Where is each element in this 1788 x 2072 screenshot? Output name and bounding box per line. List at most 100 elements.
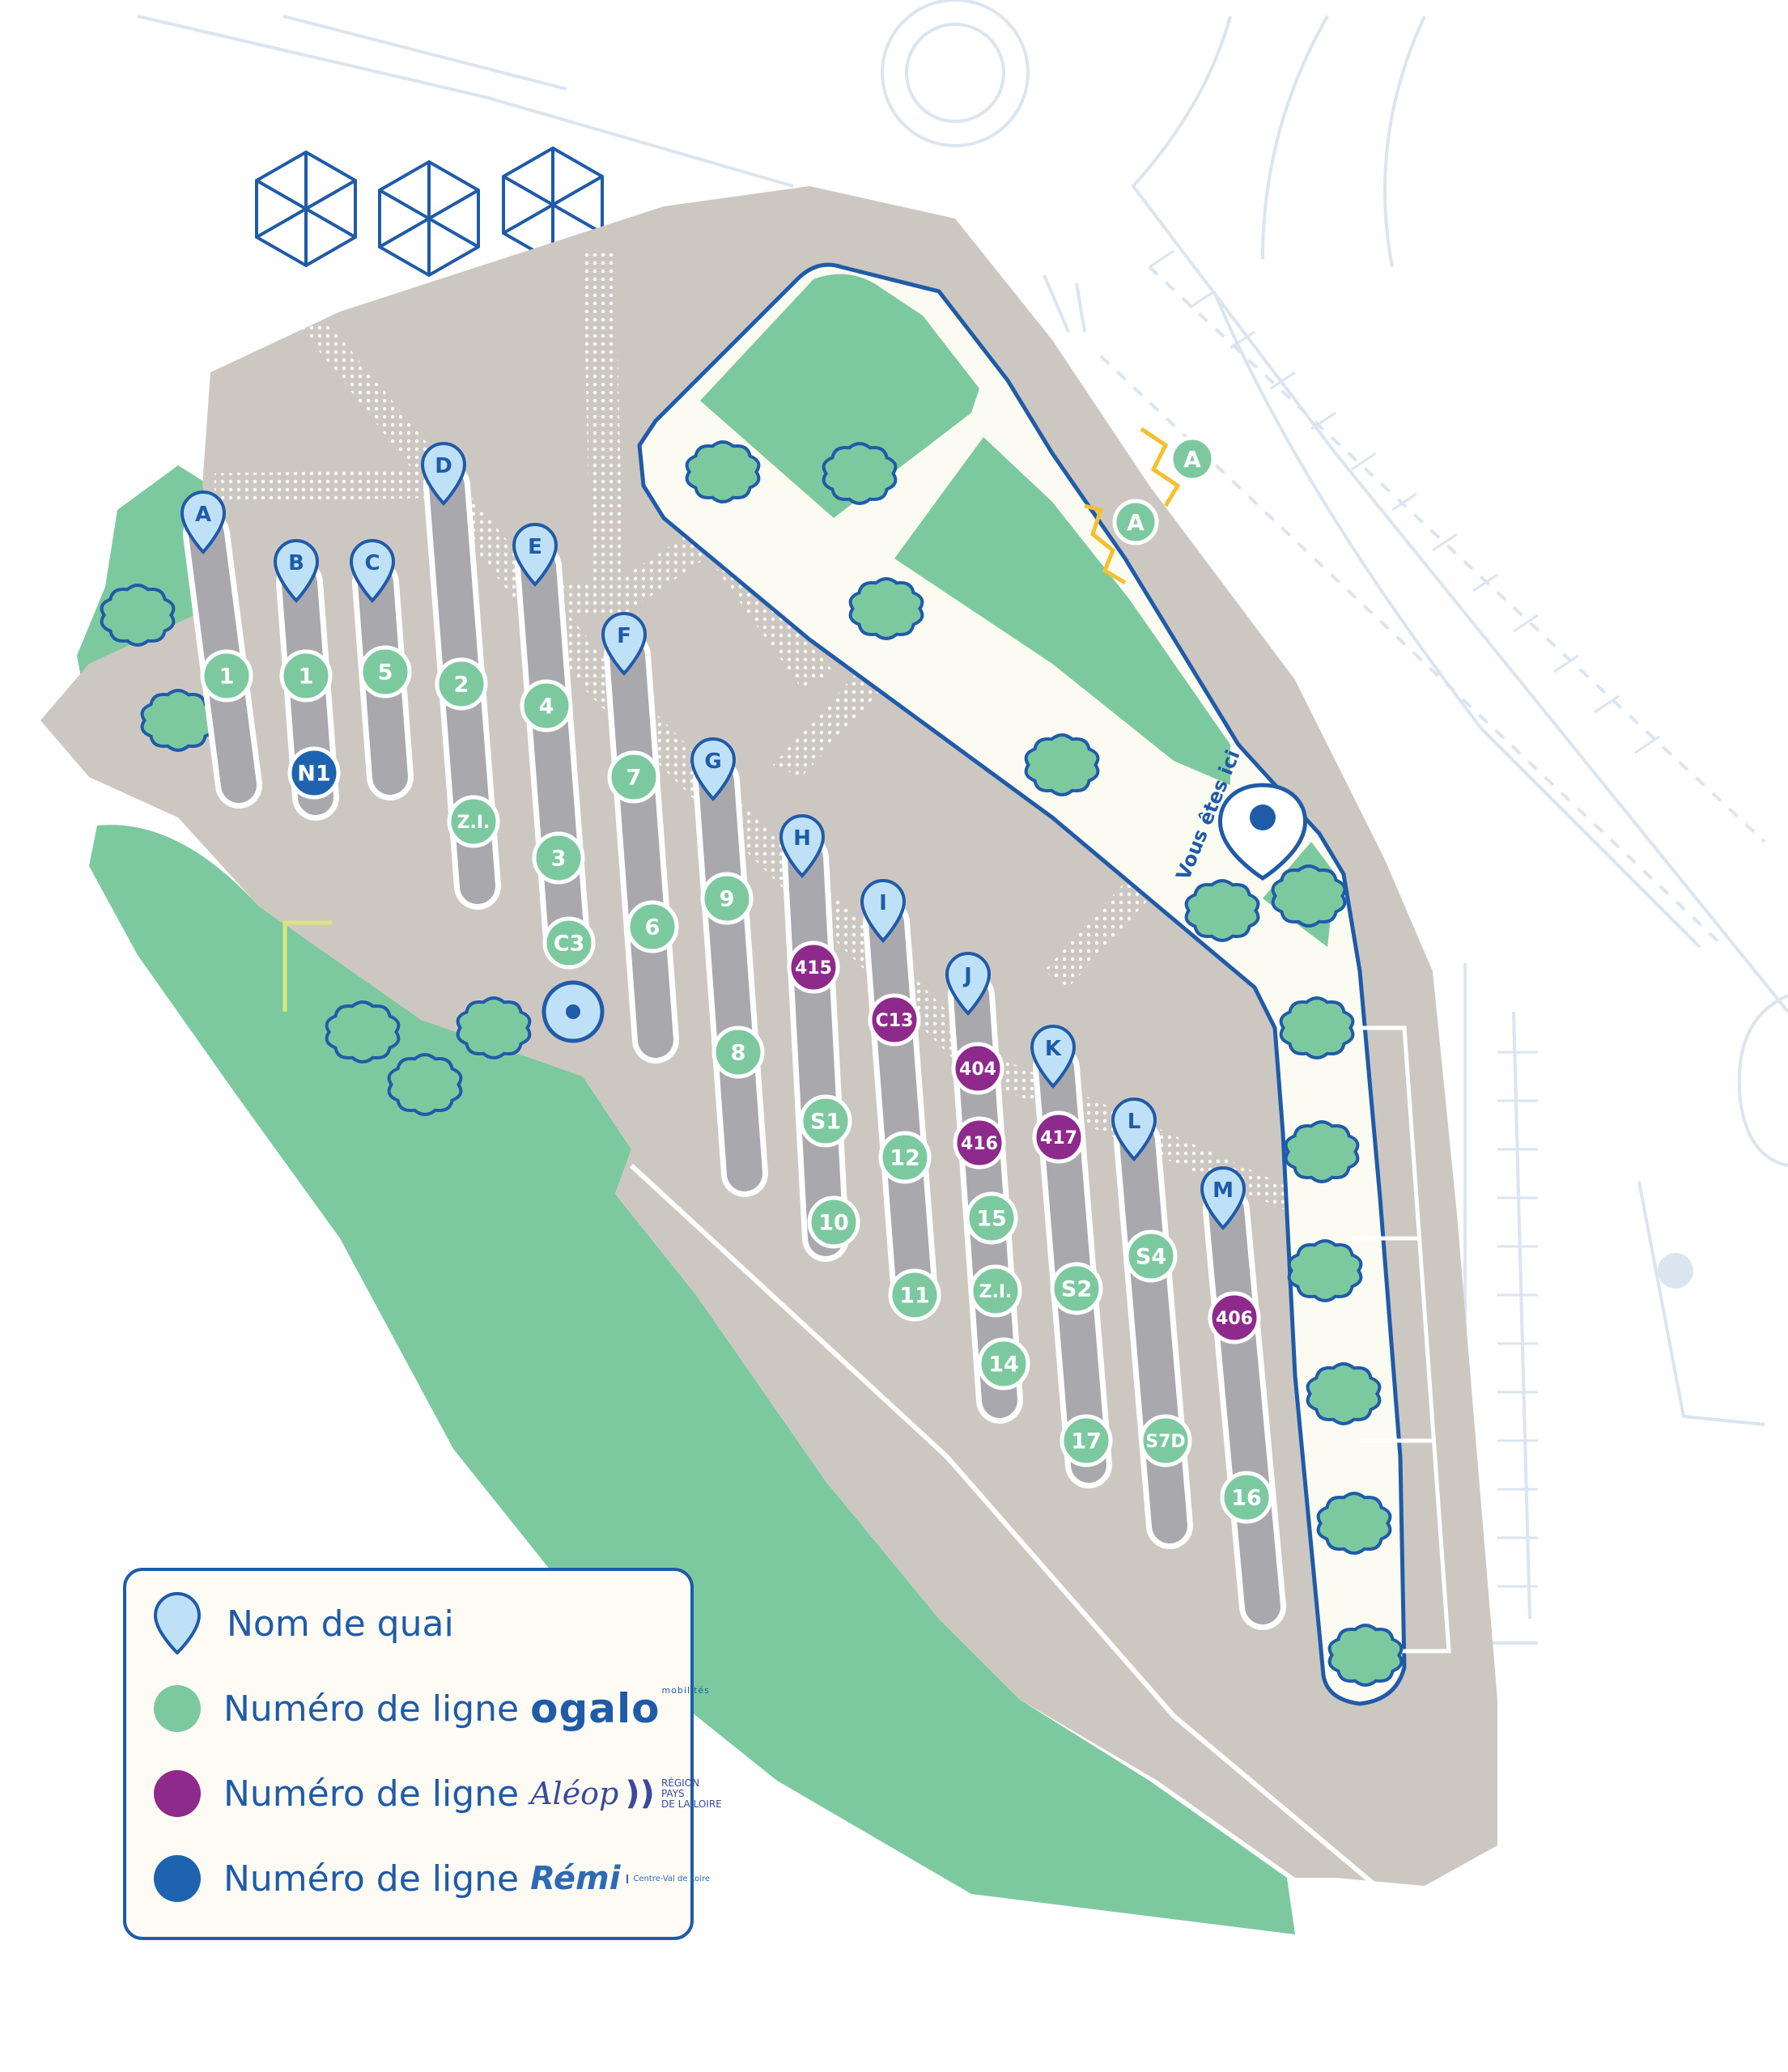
line-badge-ogalo[interactable]: 2 (435, 657, 488, 711)
line-number: S2 (1061, 1277, 1092, 1302)
line-number: 5 (378, 660, 393, 686)
quay-b: B 1N1 (273, 539, 341, 821)
line-badge-ogalo[interactable]: 10 (807, 1195, 860, 1249)
line-number: 404 (959, 1059, 996, 1080)
ogalo-dot-icon (154, 1685, 201, 1732)
line-number: 1 (219, 664, 235, 690)
quay-pin-icon[interactable]: M (1200, 1166, 1247, 1230)
line-number: 1 (299, 664, 314, 690)
green-triangle-east (894, 437, 1230, 785)
line-badge-ogalo[interactable]: 1 (200, 649, 253, 703)
line-number: 17 (1071, 1429, 1102, 1454)
line-badge-aleop[interactable]: 416 (953, 1116, 1006, 1170)
quay-pin-icon[interactable]: G (690, 737, 737, 801)
line-badge-ogalo[interactable]: Z.I. (969, 1264, 1022, 1318)
line-badge-ogalo[interactable]: 3 (532, 831, 585, 885)
line-number: 416 (961, 1134, 998, 1154)
legend-aleop-label: Numéro de ligne (223, 1773, 520, 1815)
line-number: S4 (1136, 1245, 1166, 1270)
line-badge-ogalo[interactable]: 11 (888, 1268, 941, 1322)
tree-icon (1327, 1624, 1404, 1687)
line-badge-ogalo[interactable]: S7D (1139, 1414, 1192, 1467)
quay-pin-icon[interactable]: E (512, 523, 558, 587)
quay-name: K (1045, 1037, 1062, 1061)
quay-name: F (617, 624, 631, 648)
line-badge-remi[interactable]: N1 (287, 746, 341, 800)
road-edge-line (629, 1163, 1378, 1888)
line-badge-ogalo[interactable]: 4 (520, 679, 573, 732)
quay-name: C (364, 551, 380, 575)
street-stop-badge[interactable]: A (1112, 499, 1159, 546)
quay-pin-icon[interactable]: C (349, 539, 396, 603)
line-number: S1 (810, 1110, 841, 1135)
tree-icon (685, 440, 761, 503)
quay-a: A1 (180, 490, 262, 809)
you-are-here-marker[interactable] (1217, 783, 1308, 881)
street-stop-markings (1084, 427, 1181, 585)
line-badge-aleop[interactable]: 415 (787, 940, 840, 994)
line-number: 2 (454, 673, 469, 698)
green-area-southwest (89, 825, 1295, 1934)
quay-pin-icon[interactable]: H (779, 814, 826, 878)
line-badge-ogalo[interactable]: C3 (542, 916, 596, 970)
line-badge-ogalo[interactable]: S2 (1050, 1262, 1103, 1315)
line-badge-ogalo[interactable]: 1 (279, 649, 333, 703)
line-badge-aleop[interactable]: C13 (868, 993, 921, 1047)
line-badge-ogalo[interactable]: 9 (700, 872, 754, 925)
street-stop-badge[interactable]: A (1169, 435, 1216, 482)
line-number: 12 (890, 1146, 920, 1171)
line-badge-ogalo[interactable]: 15 (965, 1191, 1018, 1245)
quay-name: E (528, 535, 542, 559)
line-badge-ogalo[interactable]: 5 (359, 645, 412, 698)
line-badge-ogalo[interactable]: 14 (977, 1337, 1030, 1391)
tree-icon (1024, 733, 1100, 796)
quay-pin-icon (153, 1592, 202, 1655)
line-number: 10 (818, 1211, 849, 1236)
quay-pin-icon[interactable]: K (1030, 1025, 1077, 1089)
line-badge-aleop[interactable]: 417 (1032, 1110, 1085, 1164)
line-badge-ogalo[interactable]: S1 (799, 1094, 852, 1148)
quay-f: F 7 6 (601, 612, 679, 1064)
line-badge-ogalo[interactable]: 8 (711, 1025, 765, 1079)
line-badge-aleop[interactable]: 404 (951, 1042, 1004, 1095)
line-badge-aleop[interactable]: 406 (1208, 1291, 1261, 1344)
quay-name: M (1213, 1178, 1234, 1203)
line-badge-ogalo[interactable]: 7 (607, 750, 660, 804)
line-badge-ogalo[interactable]: 16 (1220, 1471, 1273, 1524)
quay-g: G 9 8 (690, 737, 768, 1197)
quay-name: H (793, 826, 811, 851)
quay-pin-icon[interactable]: F (601, 612, 648, 676)
line-badge-ogalo[interactable]: 6 (626, 900, 679, 953)
line-number: 9 (720, 887, 735, 912)
quay-name: I (879, 891, 887, 915)
quay-i: I C13 12 11 (860, 879, 941, 1322)
quay-e: E 4 3C3 (512, 523, 596, 970)
quay-pin-icon[interactable]: A (180, 490, 227, 554)
line-number: 7 (626, 766, 642, 791)
line-number: Z.I. (979, 1282, 1013, 1302)
quay-pin-icon[interactable]: J (945, 952, 992, 1016)
line-badge-ogalo[interactable]: 17 (1060, 1414, 1113, 1467)
line-number: C13 (876, 1011, 914, 1031)
tree-icon (1184, 879, 1260, 942)
bus-lane (699, 763, 762, 1191)
quay-pin-icon[interactable]: L (1111, 1098, 1157, 1161)
line-number: 14 (988, 1352, 1019, 1378)
line-badge-ogalo[interactable]: Z.I. (447, 795, 500, 848)
quay-pin-icon[interactable]: B (273, 539, 320, 603)
quay-name: G (704, 749, 721, 774)
tree-icon (1279, 996, 1355, 1059)
background-roundabout (1658, 1253, 1693, 1289)
line-badge-ogalo[interactable]: 12 (878, 1131, 932, 1184)
tree-icon (325, 1000, 401, 1064)
quay-pin-icon[interactable]: I (860, 879, 907, 943)
quay-pin-icon[interactable]: D (420, 442, 467, 506)
bus-lane (609, 638, 673, 1058)
legend-ogalo-label: Numéro de ligne (223, 1688, 520, 1730)
line-badge-ogalo[interactable]: S4 (1124, 1229, 1178, 1283)
parking-stripes (1149, 249, 1660, 1588)
pedestrian-paths (214, 251, 1295, 1214)
